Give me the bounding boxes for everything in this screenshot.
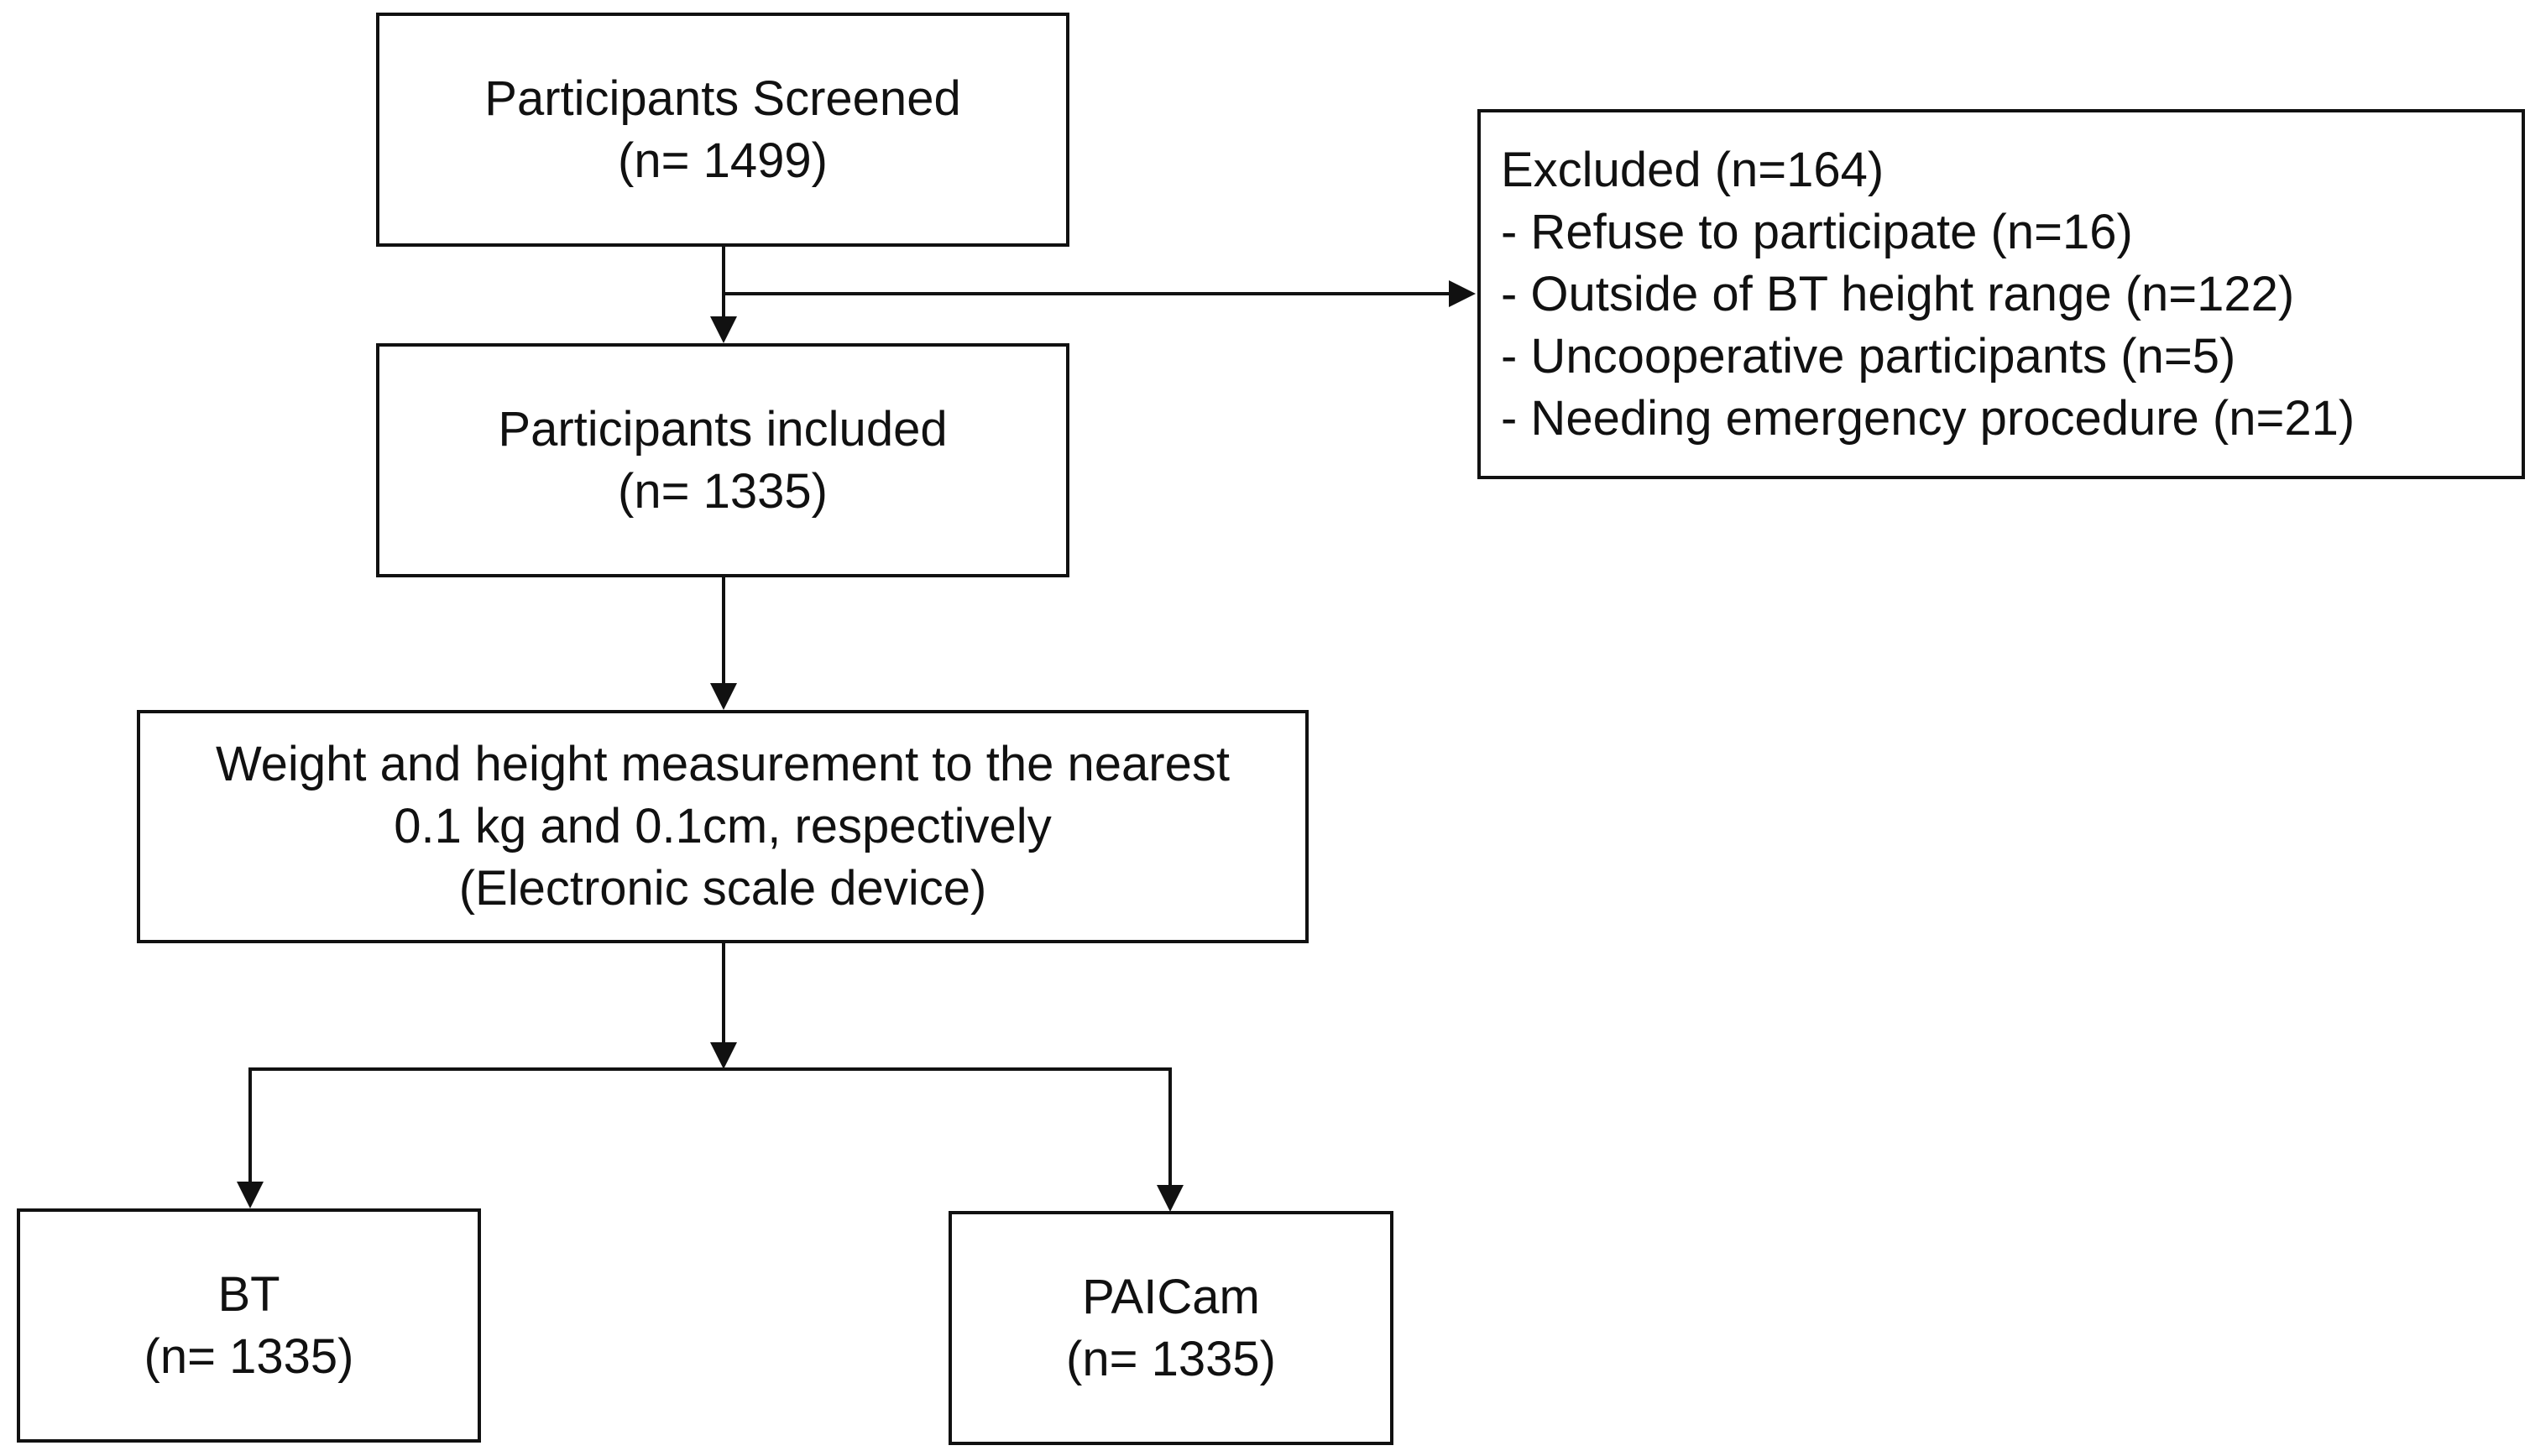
bt-box: BT (n= 1335): [17, 1208, 481, 1443]
bt-label: BT: [217, 1266, 280, 1322]
measurement-box: Weight and height measurement to the nea…: [137, 710, 1309, 943]
paicam-label: PAICam: [1082, 1269, 1260, 1324]
paicam-count: (n= 1335): [1066, 1331, 1276, 1386]
excluded-reason: - Needing emergency procedure (n=21): [1501, 390, 2355, 446]
excluded-title: Excluded (n=164): [1501, 142, 1884, 197]
measurement-line-2: 0.1 kg and 0.1cm, respectively: [394, 799, 1052, 853]
screened-count: (n= 1499): [618, 133, 828, 188]
measurement-line-3: (Electronic scale device): [458, 861, 987, 916]
measurement-line-1: Weight and height measurement to the nea…: [215, 737, 1230, 791]
included-label: Participants included: [498, 401, 948, 457]
included-box: Participants included (n= 1335): [376, 343, 1069, 577]
excluded-box: Excluded (n=164) - Refuse to participate…: [1477, 109, 2525, 479]
screened-box: Participants Screened (n= 1499): [376, 13, 1069, 247]
excluded-reason: - Outside of BT height range (n=122): [1501, 266, 2295, 321]
screened-label: Participants Screened: [484, 70, 961, 126]
bt-count: (n= 1335): [144, 1328, 354, 1384]
included-count: (n= 1335): [618, 463, 828, 519]
excluded-reason: - Refuse to participate (n=16): [1501, 204, 2133, 259]
excluded-reason: - Uncooperative participants (n=5): [1501, 328, 2236, 384]
paicam-box: PAICam (n= 1335): [949, 1211, 1393, 1445]
